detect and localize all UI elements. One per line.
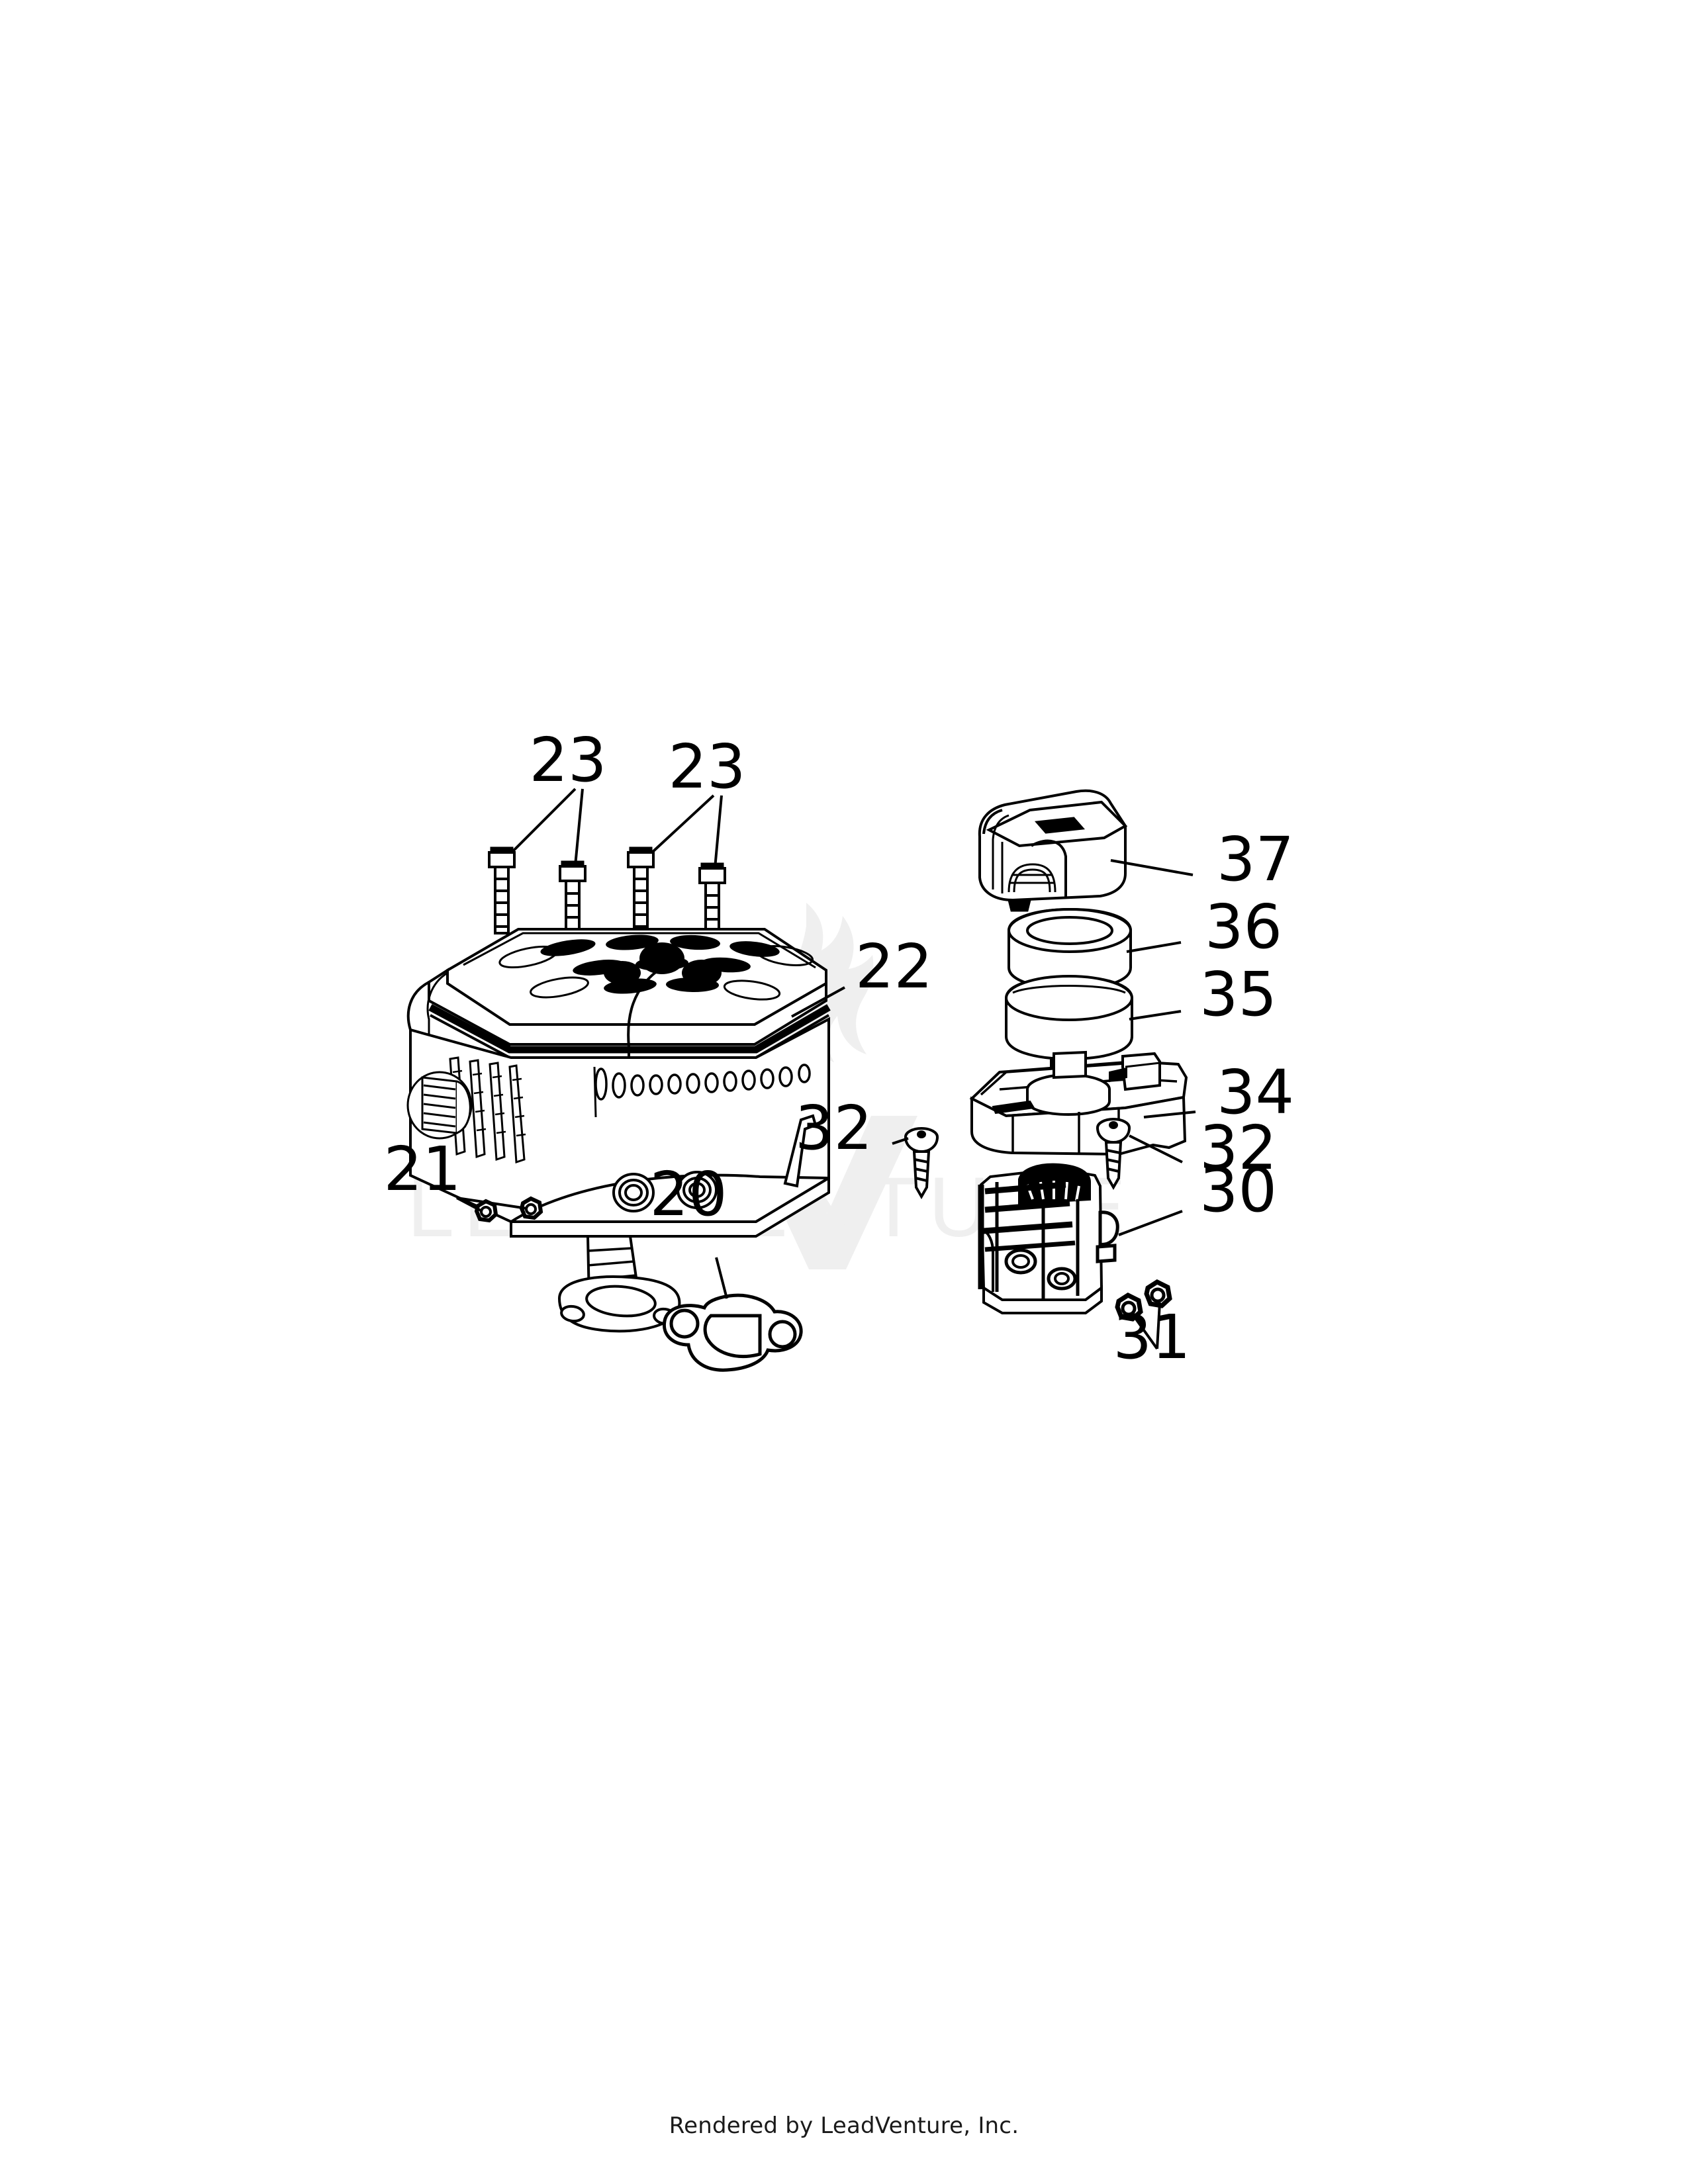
air-cleaner-cover-37 (978, 789, 1128, 912)
exhaust-gasket-20 (662, 1293, 803, 1372)
callout-label-22: 22 (855, 931, 933, 1002)
footer-attribution: Rendered by LeadVenture, Inc. (669, 2113, 1019, 2139)
muffler-mount-bosses (612, 1171, 718, 1212)
muffler-bolt-3 (627, 846, 655, 934)
callout-label-23-right: 23 (668, 731, 745, 802)
muffler-bolt-1 (488, 846, 516, 934)
callout-label-37: 37 (1217, 824, 1294, 895)
muffler-top-perforations (540, 934, 780, 994)
callout-leader-36 (1126, 941, 1182, 953)
callout-leaders-21 (456, 1197, 528, 1212)
muffler-top-perf-outlines (498, 945, 814, 1001)
callout-label-32-right: 32 (1199, 1113, 1277, 1183)
callout-label-23-left: 23 (529, 725, 606, 796)
air-cleaner-screw-32a (904, 1127, 939, 1200)
callout-leader-22 (791, 986, 845, 1018)
callout-label-36: 36 (1205, 891, 1282, 962)
callout-leaders-32 (892, 1134, 1183, 1163)
muffler-vent-holes (594, 1064, 811, 1101)
callout-label-20: 20 (649, 1159, 727, 1230)
callout-label-34: 34 (1217, 1057, 1294, 1128)
air-filter-precleaner-36 (1008, 907, 1132, 991)
callout-leader-37 (1110, 859, 1194, 876)
callout-leader-34 (1143, 1111, 1196, 1118)
muffler-bracket (783, 1114, 818, 1188)
callout-labels: 23 23 22 21 20 37 36 35 34 32 32 30 31 (383, 725, 1294, 1373)
callout-leaders-23 (512, 788, 723, 869)
callout-leader-20 (715, 1257, 728, 1299)
muffler-inlet-flange (557, 1275, 681, 1333)
carburetor-30 (978, 1163, 1119, 1314)
muffler-shoulder (428, 968, 827, 1046)
callout-label-31: 31 (1113, 1302, 1190, 1373)
air-cleaner-screw-32b (1096, 1118, 1131, 1191)
callout-leaders-31 (1131, 1302, 1161, 1350)
air-cleaner-base-34 (969, 1050, 1188, 1156)
muffler-spark-arrestor (406, 1071, 473, 1140)
callout-label-35: 35 (1199, 959, 1277, 1030)
callout-label-30: 30 (1199, 1155, 1277, 1226)
carburetor-nuts-31-group (1115, 1279, 1172, 1322)
callout-leader-30 (1118, 1210, 1183, 1236)
muffler-body-group (406, 928, 831, 1333)
callout-leader-35 (1129, 1010, 1182, 1021)
callout-label-32-left: 32 (795, 1093, 872, 1163)
callout-label-21: 21 (383, 1134, 461, 1205)
